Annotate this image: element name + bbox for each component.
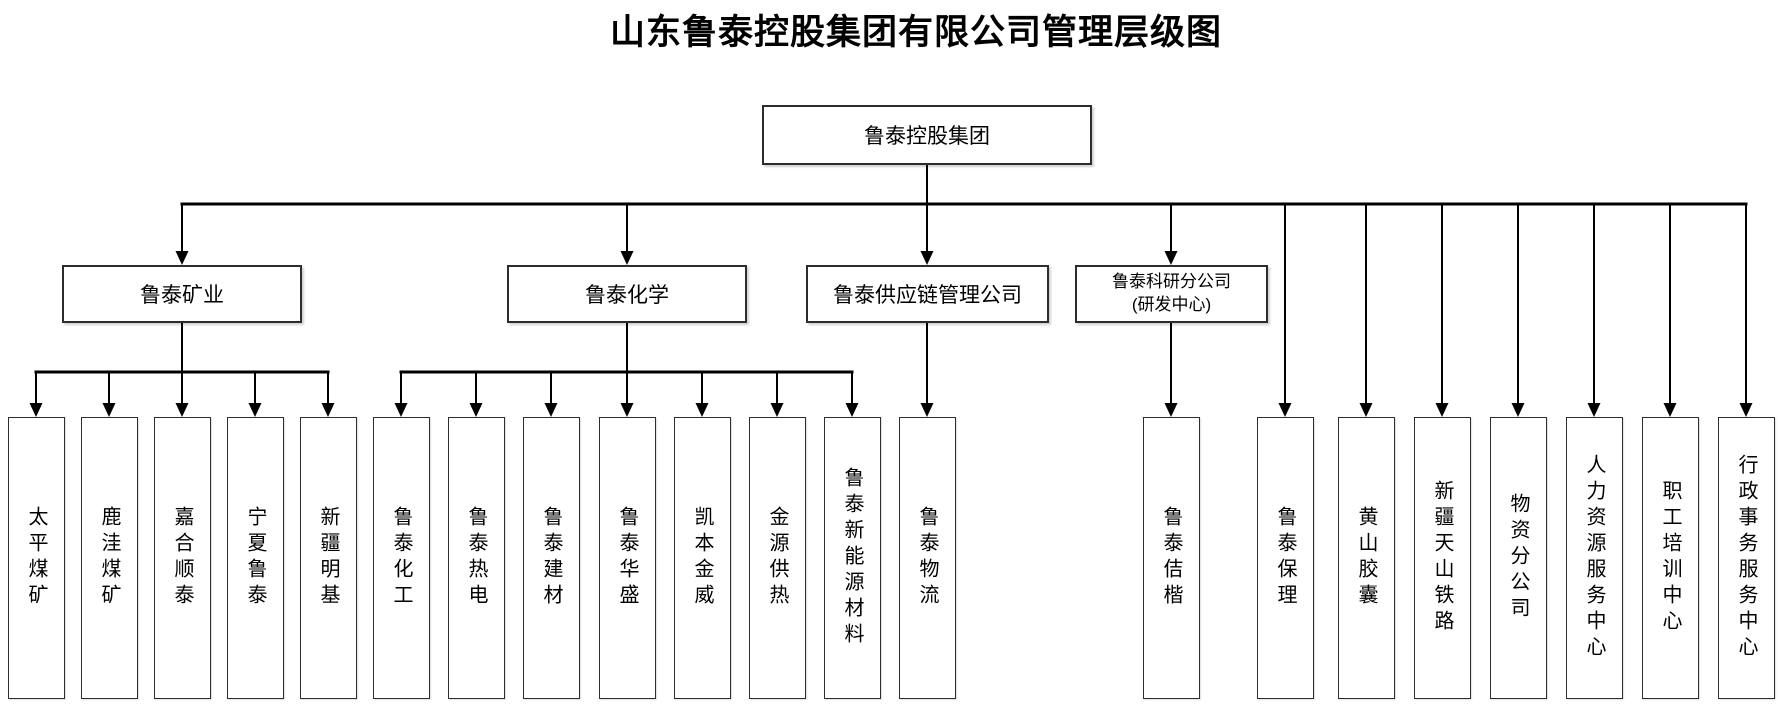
leaf-node-root_direct-2: 新疆天山铁路 (1413, 417, 1471, 699)
leaf-node-mining-3: 宁夏鲁泰 (226, 417, 284, 699)
leaf-node-label: 凯本金威 (691, 506, 713, 610)
node-mining: 鲁泰矿业 (62, 265, 302, 323)
leaf-node-label: 金源供热 (766, 506, 788, 610)
leaf-node-research-0: 鲁泰佶楷 (1142, 417, 1200, 699)
leaf-node-chemical-0: 鲁泰化工 (372, 417, 430, 699)
leaf-node-root_direct-0: 鲁泰保理 (1256, 417, 1314, 699)
node-supply-chain: 鲁泰供应链管理公司 (806, 265, 1049, 323)
leaf-node-label: 鹿洼煤矿 (98, 506, 120, 610)
leaf-node-root_direct-4: 人力资源服务中心 (1565, 417, 1623, 699)
leaf-node-chemical-3: 鲁泰华盛 (598, 417, 656, 699)
leaf-node-chemical-6: 鲁泰新能源材料 (823, 417, 881, 699)
leaf-node-supply-0: 鲁泰物流 (898, 417, 956, 699)
leaf-node-mining-1: 鹿洼煤矿 (80, 417, 138, 699)
leaf-node-label: 鲁泰物流 (916, 506, 938, 610)
leaf-node-label: 鲁泰化工 (390, 506, 412, 610)
leaf-node-label: 太平煤矿 (25, 506, 47, 610)
leaf-node-root_direct-6: 行政事务服务中心 (1717, 417, 1775, 699)
leaf-node-chemical-2: 鲁泰建材 (522, 417, 580, 699)
leaf-node-label: 嘉合顺泰 (171, 506, 193, 610)
leaf-node-label: 新疆天山铁路 (1431, 480, 1453, 636)
node-research: 鲁泰科研分公司 (研发中心) (1075, 265, 1268, 323)
node-research-label-line1: 鲁泰科研分公司 (1112, 272, 1231, 292)
leaf-node-mining-4: 新疆明基 (299, 417, 357, 699)
page-title: 山东鲁泰控股集团有限公司管理层级图 (609, 13, 1222, 52)
leaf-node-label: 物资分公司 (1507, 493, 1529, 623)
leaf-node-label: 行政事务服务中心 (1735, 454, 1757, 662)
leaf-node-label: 人力资源服务中心 (1583, 454, 1605, 662)
leaf-node-label: 宁夏鲁泰 (244, 506, 266, 610)
leaf-node-label: 鲁泰佶楷 (1160, 506, 1182, 610)
node-root: 鲁泰控股集团 (762, 105, 1092, 165)
node-research-label-line2: (研发中心) (1131, 295, 1212, 314)
leaf-node-mining-0: 太平煤矿 (7, 417, 65, 699)
leaf-node-label: 鲁泰新能源材料 (841, 467, 863, 649)
leaf-node-label: 新疆明基 (317, 506, 339, 610)
leaf-node-mining-2: 嘉合顺泰 (153, 417, 211, 699)
leaf-node-chemical-5: 金源供热 (748, 417, 806, 699)
leaf-node-label: 职工培训中心 (1659, 480, 1681, 636)
leaf-node-root_direct-3: 物资分公司 (1489, 417, 1547, 699)
leaf-node-label: 鲁泰华盛 (616, 506, 638, 610)
leaf-node-label: 鲁泰建材 (540, 506, 562, 610)
leaf-node-root_direct-1: 黄山胶囊 (1337, 417, 1395, 699)
leaf-node-chemical-4: 凯本金威 (673, 417, 731, 699)
leaf-node-label: 鲁泰保理 (1274, 506, 1296, 610)
leaf-node-label: 黄山胶囊 (1355, 506, 1377, 610)
leaf-node-label: 鲁泰热电 (465, 506, 487, 610)
leaf-node-chemical-1: 鲁泰热电 (447, 417, 505, 699)
leaf-node-root_direct-5: 职工培训中心 (1641, 417, 1699, 699)
node-chemical: 鲁泰化学 (507, 265, 747, 323)
